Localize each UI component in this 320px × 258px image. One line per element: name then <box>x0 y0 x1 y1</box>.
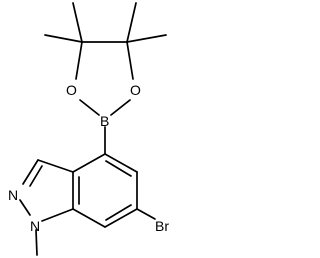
atom-label-bromine: Br <box>155 218 169 234</box>
chemical-structure-diagram: B O O N N Br <box>8 2 169 256</box>
bond-c6-br <box>136 208 156 220</box>
bond-c7-c7a <box>72 208 106 228</box>
bond-o-left-c <box>75 41 83 80</box>
bond-c3-n2 <box>22 159 39 185</box>
bond-c3a-c3 <box>37 159 74 173</box>
bond-methyl-left-up <box>72 2 83 43</box>
bond-c6-c7 <box>104 208 138 228</box>
bond-n1-methyl <box>35 229 38 256</box>
benzene-ring-bonds <box>72 153 138 228</box>
bond-c4-c5-inner <box>105 160 132 177</box>
atom-label-oxygen-left: O <box>66 82 77 98</box>
dioxaborolane-ring-bonds <box>75 41 134 116</box>
bond-c3a-c4 <box>72 153 106 173</box>
bond-c4-c5 <box>104 153 138 173</box>
bond-c6-c7-inner <box>105 204 132 221</box>
bond-b-o-left <box>79 99 100 116</box>
bond-methyl-left-side <box>44 34 83 43</box>
bond-methyl-right-side <box>126 34 167 43</box>
atom-label-nitrogen-pyrazole: N <box>8 187 18 203</box>
pinacol-methyl-bonds <box>44 2 167 43</box>
bond-o-right-c <box>126 41 134 80</box>
atom-label-nitrogen-methyl: N <box>30 218 40 234</box>
atom-label-oxygen-right: O <box>130 82 141 98</box>
bond-n1-c7a <box>41 208 74 222</box>
atom-label-boron: B <box>100 113 109 129</box>
pyrazole-ring-bonds <box>19 159 74 222</box>
bond-n2-n1 <box>19 199 31 216</box>
bond-methyl-right-up <box>126 2 137 43</box>
bond-c3-n2-inner <box>29 165 43 187</box>
bond-b-o-right <box>110 99 131 116</box>
